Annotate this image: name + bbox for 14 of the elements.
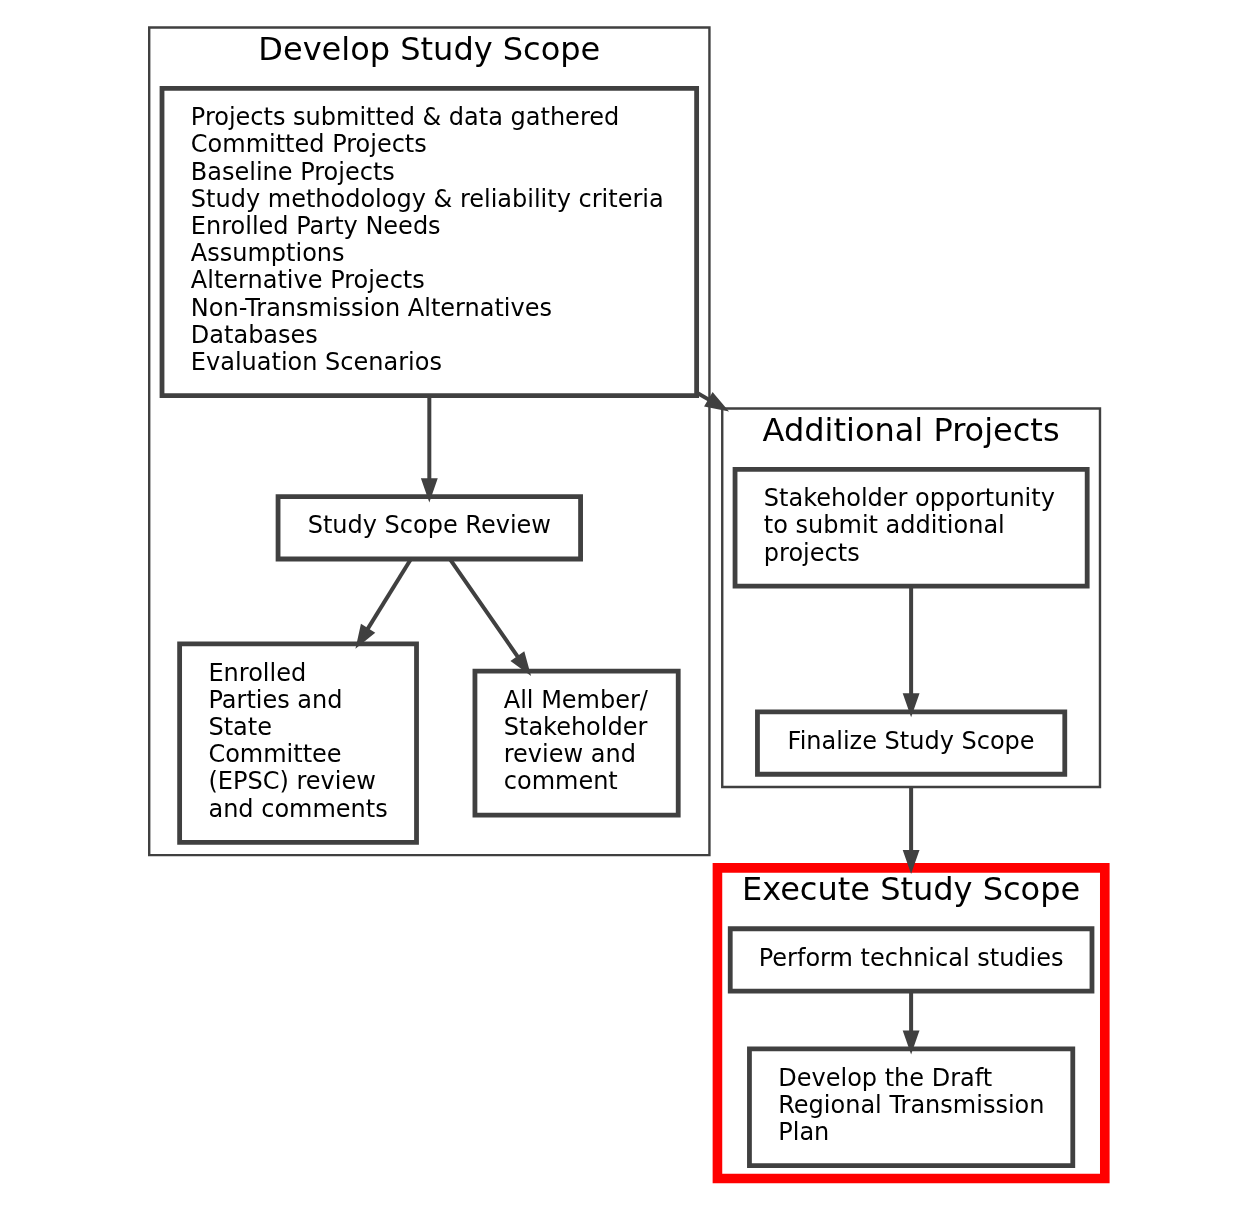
node-box: Develop the Draft Regional Transmission Plan [746, 1046, 1075, 1169]
node-box: Perform technical studies [727, 926, 1094, 994]
node-box: Study Scope Review [275, 494, 583, 562]
arrow [902, 586, 920, 718]
arrow [447, 558, 531, 676]
node-box: Enrolled Parties and State Committee (EPSC) review and comments [176, 641, 419, 845]
node-box: All Member/ Stakeholder review and comment [472, 668, 681, 818]
arrow [902, 787, 920, 874]
arrow [902, 991, 920, 1055]
node-box: Finalize Study Scope [754, 709, 1067, 777]
arrow [420, 396, 438, 503]
node-box: Stakeholder opportunity to submit additional projects [732, 466, 1090, 589]
arrow [354, 558, 412, 649]
node-box: Projects submitted & data gathered Committed Projects Baseline Projects Study methodology & reliability criteria Enrolled Party Needs Assumptions Alternative Projects Non-Transmission Alternatives Databases Evaluation Scenarios [159, 86, 699, 399]
